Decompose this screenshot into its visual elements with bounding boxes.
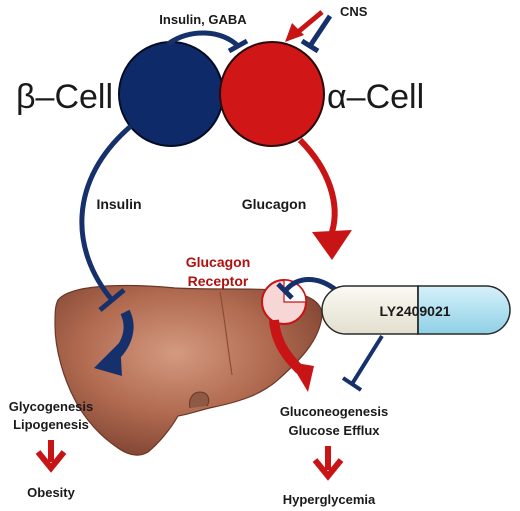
beta-cell-circle bbox=[118, 41, 224, 147]
glucagon-stimulation-arrow bbox=[297, 137, 352, 260]
cns-label: CNS bbox=[340, 4, 368, 19]
drug-capsule bbox=[321, 285, 511, 335]
cns-stimulation-arrow bbox=[285, 10, 324, 42]
insulin-label: Insulin bbox=[96, 196, 141, 212]
obesity-label: Obesity bbox=[27, 485, 75, 500]
obesity-arrow bbox=[35, 440, 67, 473]
glucagon-receptor-label-line1: Glucagon bbox=[186, 254, 251, 270]
glycogenesis-label: Glycogenesis bbox=[9, 399, 94, 414]
insulin-gaba-inhibition-arrow bbox=[166, 30, 249, 54]
glucose-efflux-label: Glucose Efflux bbox=[288, 423, 380, 438]
gluconeogenesis-arrow bbox=[269, 319, 314, 392]
glycogenesis-arrow bbox=[94, 309, 134, 376]
drug-gluconeogenesis-inhibition bbox=[341, 334, 384, 392]
alpha-cell-label: α–Cell bbox=[327, 78, 424, 116]
hyperglycemia-arrow bbox=[312, 446, 344, 481]
liver-illustration bbox=[54, 284, 323, 456]
gluconeogenesis-label: Gluconeogenesis bbox=[280, 404, 388, 419]
beta-cell-label: β–Cell bbox=[16, 78, 113, 116]
insulin-inhibition-arrow bbox=[79, 124, 133, 312]
hyperglycemia-label: Hyperglycemia bbox=[283, 492, 376, 507]
alpha-cell-circle bbox=[219, 41, 325, 147]
insulin-gaba-label: Insulin, GABA bbox=[159, 12, 247, 27]
lipogenesis-label: Lipogenesis bbox=[13, 417, 89, 432]
glucagon-receptor-label-line2: Receptor bbox=[188, 273, 249, 289]
glucagon-label: Glucagon bbox=[242, 196, 307, 212]
drug-receptor-inhibition bbox=[276, 277, 338, 300]
cns-inhibition-line bbox=[300, 14, 333, 54]
drug-label: LY2409021 bbox=[379, 303, 450, 319]
